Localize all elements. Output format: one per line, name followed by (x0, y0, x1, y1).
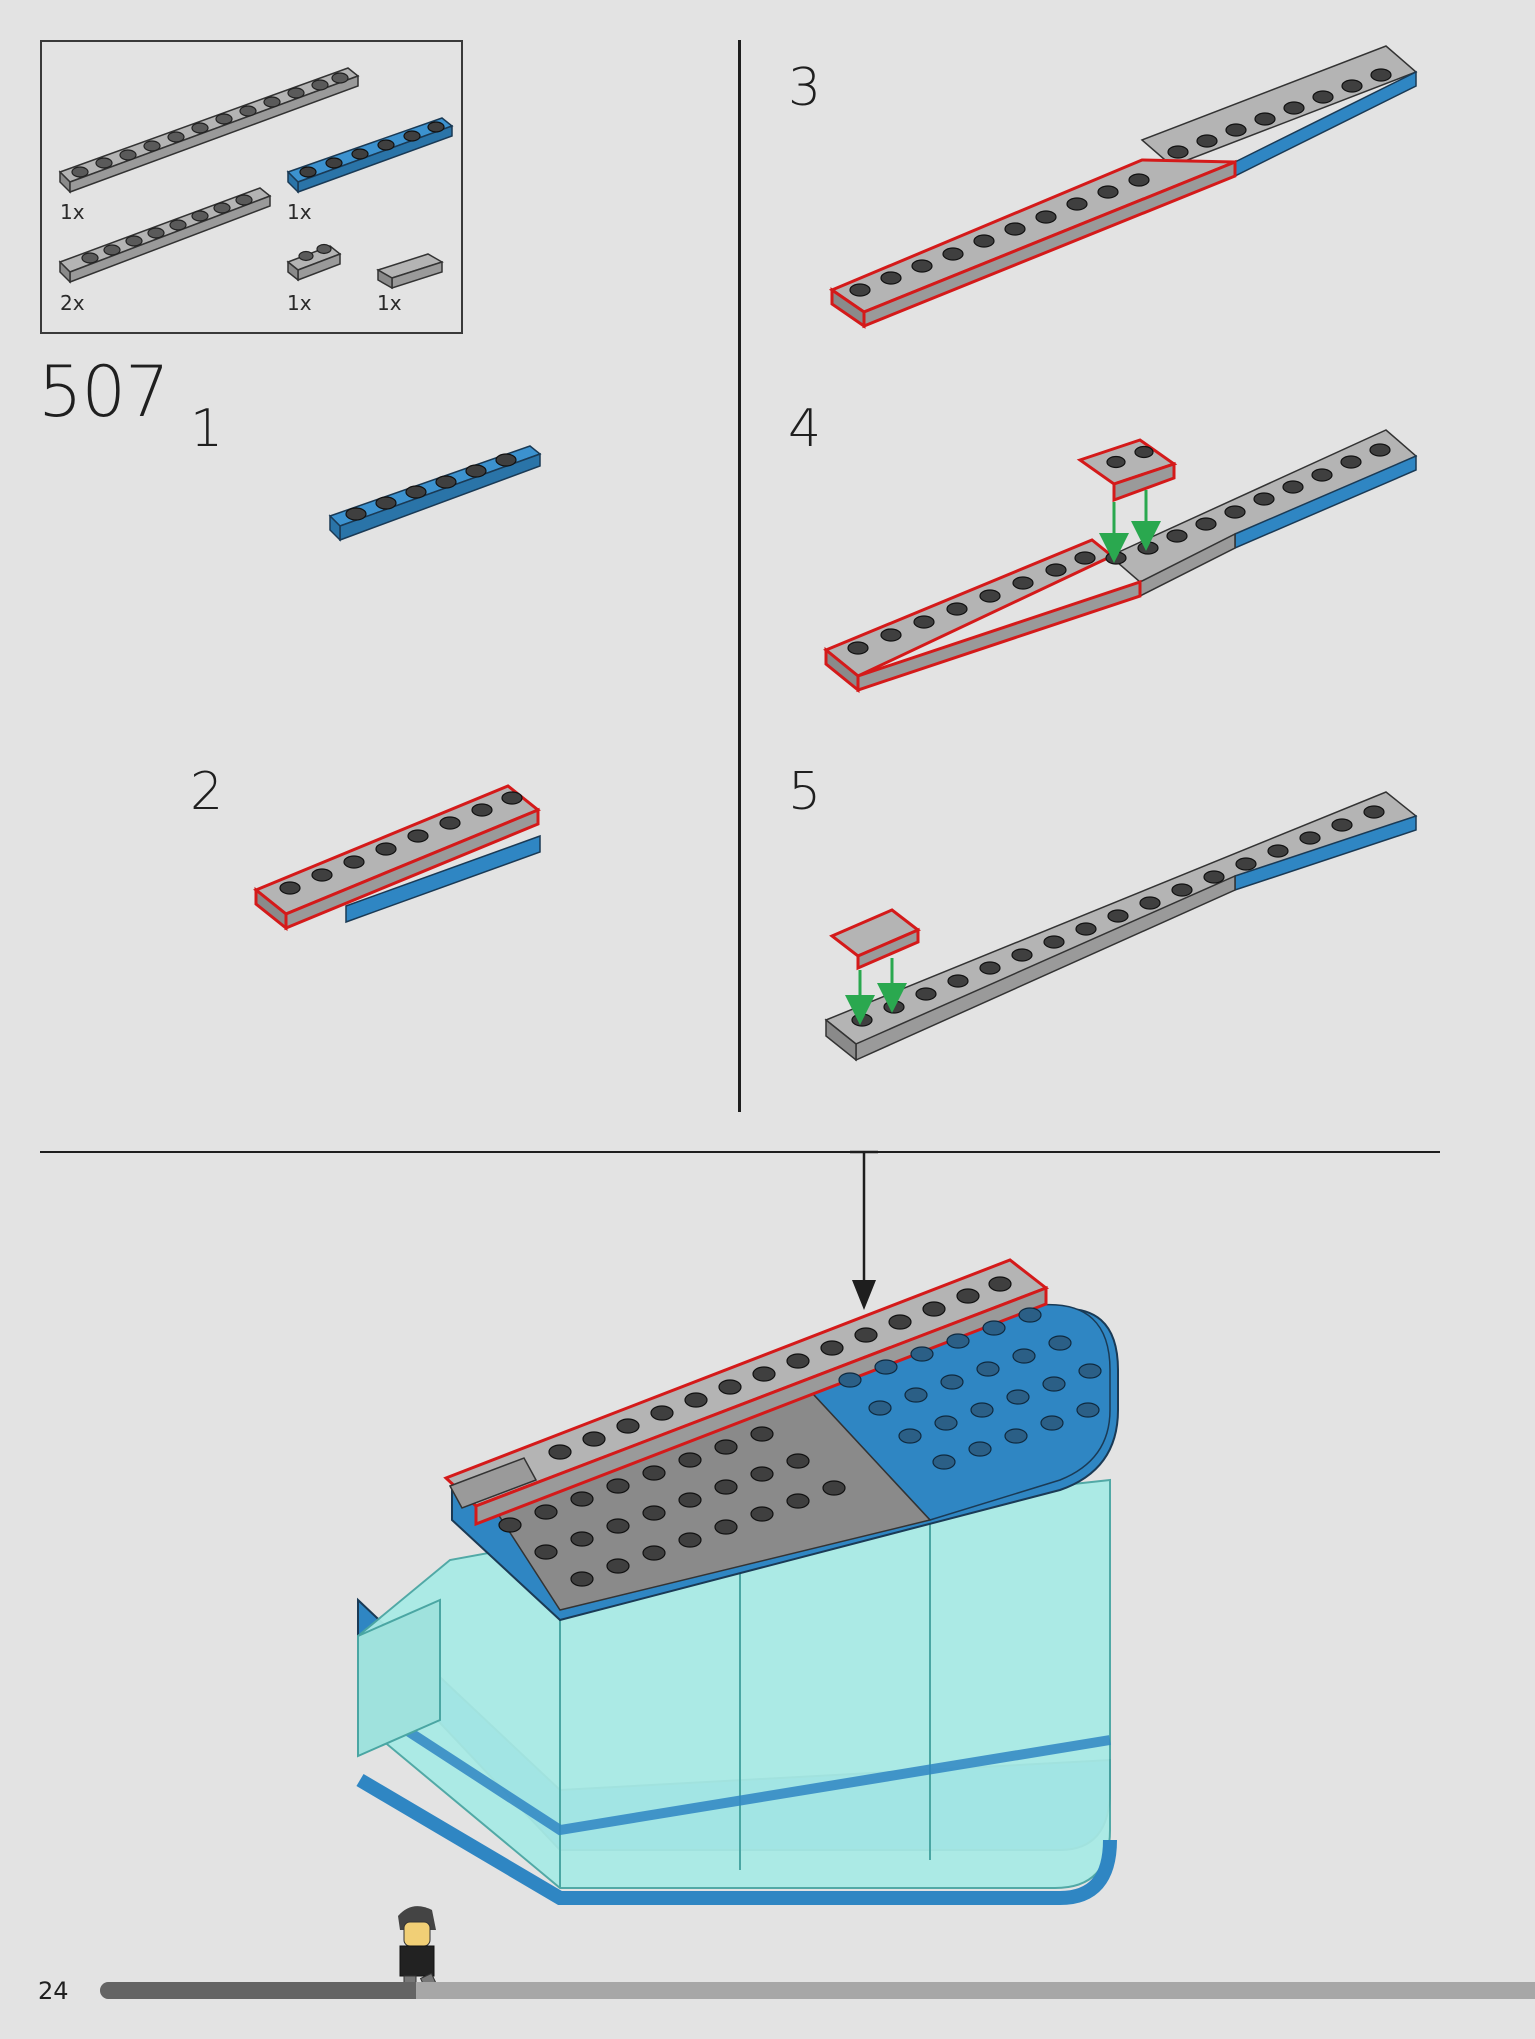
step5-assembly (824, 791, 1418, 1062)
part-qty-5: 1x (377, 291, 402, 315)
step-number-3: 3 (788, 58, 822, 118)
step-number-2: 2 (190, 762, 224, 822)
step4-assembly (823, 429, 1418, 694)
parts-inventory-box (40, 40, 463, 334)
step-number-1: 1 (190, 399, 224, 459)
horizontal-divider (40, 1151, 1440, 1153)
progress-track (100, 1982, 1535, 1999)
part-plate-1x6-blue (286, 117, 454, 194)
part-qty-4: 1x (287, 291, 312, 315)
main-assembly (356, 1150, 1119, 1905)
step1-blue-plate (328, 445, 542, 542)
part-plate-1x12-gray (58, 67, 360, 194)
page-number: 24 (38, 1977, 69, 2005)
step-number-4: 4 (788, 399, 822, 459)
step3-assembly (828, 45, 1418, 329)
step2-assembly (253, 784, 541, 932)
set-step-number: 507 (38, 351, 170, 433)
part-rail-plate-1x2-gray (286, 243, 342, 282)
part-qty-2: 1x (287, 200, 312, 224)
part-tile-1x2-gray (376, 253, 444, 290)
progress-bar-fill (100, 1982, 416, 1999)
vertical-divider (738, 40, 741, 1112)
part-qty-1: 1x (60, 200, 85, 224)
step-number-5: 5 (788, 762, 822, 822)
part-qty-3: 2x (60, 291, 85, 315)
part-rail-plate-gray (58, 187, 272, 284)
